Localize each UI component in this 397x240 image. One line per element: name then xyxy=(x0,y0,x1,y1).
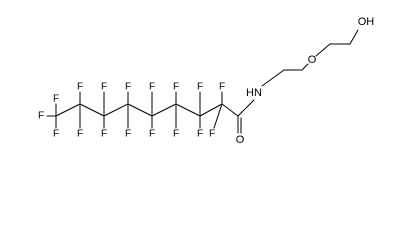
atom-f-c4-down: F xyxy=(149,129,155,140)
structure-canvas: F F F F F F F F F F F F F F F F F O N H … xyxy=(37,16,375,146)
bond-c1-camide xyxy=(221,103,239,117)
bond-c4-c3 xyxy=(151,103,177,117)
bond-ch2d-oh xyxy=(349,29,359,45)
atom-f-c7-up: F xyxy=(77,82,83,93)
atom-f-c8-up: F xyxy=(53,94,59,105)
atom-f-c2-up: F xyxy=(197,82,203,93)
atom-o-ether: O xyxy=(308,54,317,66)
atom-f-c6-up: F xyxy=(101,82,107,93)
atom-f-c3-up: F xyxy=(173,82,179,93)
atom-f-c5-up: F xyxy=(125,82,131,93)
bond-ch2b-oether xyxy=(301,63,309,71)
atom-o-carbonyl: O xyxy=(236,134,245,146)
bond-c2-c1 xyxy=(199,103,223,117)
bond-camide-n xyxy=(237,99,255,117)
atom-f-c5-down: F xyxy=(125,129,131,140)
bond-c3-c2 xyxy=(175,103,201,117)
bond-c1-f-down xyxy=(213,103,223,129)
bond-c7-c6 xyxy=(79,103,105,117)
atom-n-amide: N xyxy=(254,87,262,99)
atom-f-c7-down: F xyxy=(77,129,83,140)
bond-oether-ch2c xyxy=(315,43,331,57)
atom-oh-terminal: OH xyxy=(358,16,375,28)
atom-f-c4-up: F xyxy=(149,82,155,93)
atom-h-amide: H xyxy=(246,87,254,99)
molecule-drawing: F F F F F F F F F F F F F F F F F O N H … xyxy=(38,16,375,146)
bond-n-ch2a xyxy=(261,69,285,87)
atom-f-c3-down: F xyxy=(173,129,179,140)
atom-f-c2-down: F xyxy=(197,129,203,140)
atom-f-c1-up: F xyxy=(219,82,225,93)
bond-c8-c7 xyxy=(55,103,81,117)
atom-f-c8-left: F xyxy=(38,111,44,122)
bond-c6-c5 xyxy=(103,103,129,117)
atom-f-c8-down: F xyxy=(53,129,59,140)
atom-f-c1-down: F xyxy=(209,129,215,140)
atom-f-c6-down: F xyxy=(101,129,107,140)
bond-c5-c4 xyxy=(127,103,153,117)
